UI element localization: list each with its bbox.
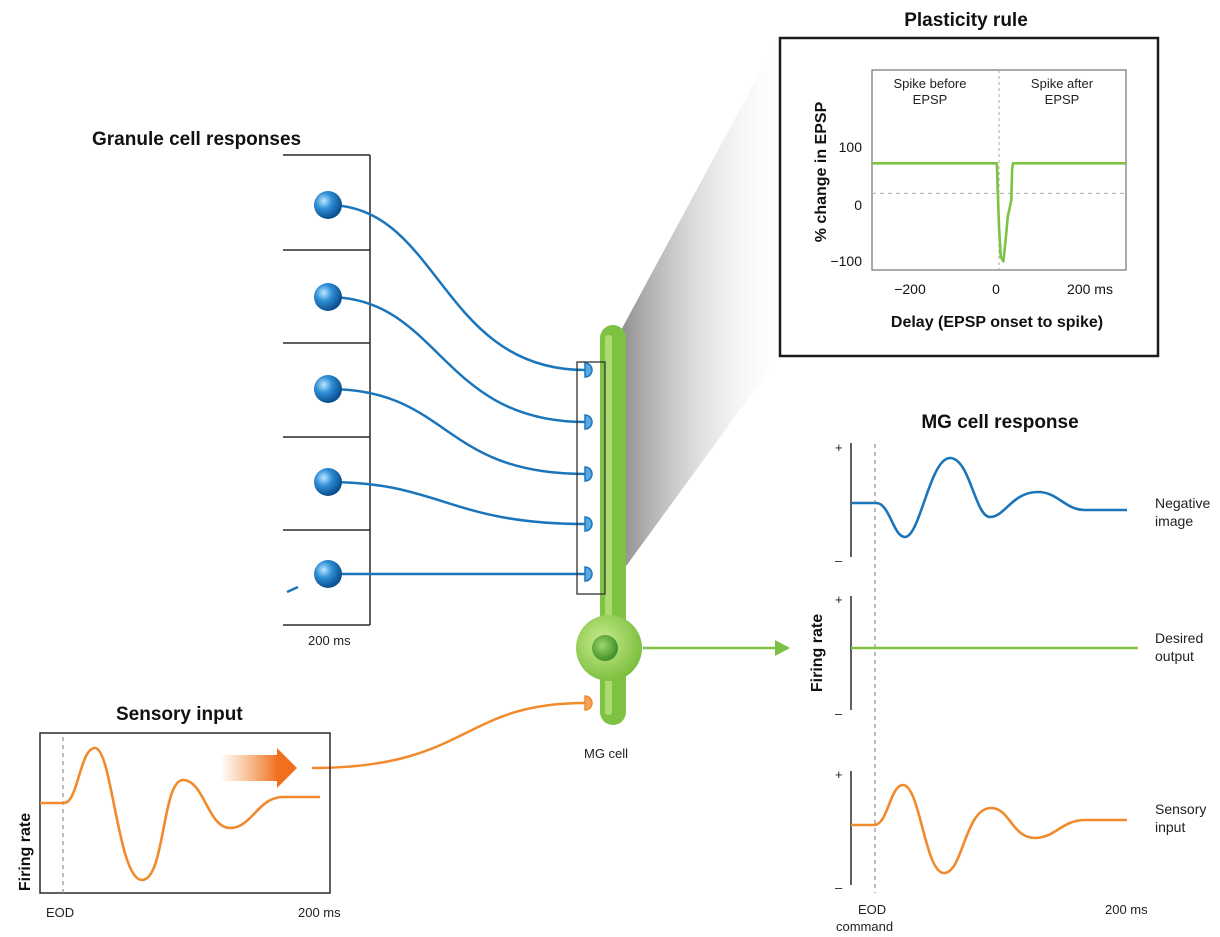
- desired-output-minus: –: [835, 706, 843, 721]
- plasticity-xtick-0: 0: [992, 281, 1000, 297]
- plasticity-ytick-100: 100: [839, 139, 863, 155]
- granule-title: Granule cell responses: [92, 129, 301, 150]
- plasticity-curve: [872, 162, 1126, 263]
- plasticity-frame: [778, 36, 1160, 358]
- mg-response-ylabel: Firing rate: [809, 614, 826, 692]
- mg-response-x-start-2: command: [836, 919, 893, 934]
- sensory-ylabel: Firing rate: [17, 813, 34, 891]
- sensory-arrow-head: [277, 748, 297, 788]
- plasticity-title: Plasticity rule: [904, 10, 1028, 31]
- granule-synapses: [584, 362, 593, 582]
- granule-cell-5: [314, 560, 342, 588]
- mg-cell-label: MG cell: [584, 746, 628, 761]
- negative-image-trace-group: + – Negative image: [835, 440, 1210, 568]
- desired-output-label-1: Desired: [1155, 630, 1203, 646]
- sensory-response-trace: [851, 783, 1127, 875]
- desired-output-label-2: output: [1155, 648, 1194, 664]
- negative-image-minus: –: [835, 553, 843, 568]
- sensory-response-label-1: Sensory: [1155, 801, 1206, 817]
- granule-time-label: 200 ms: [308, 633, 351, 648]
- desired-output-plus: +: [835, 592, 843, 607]
- mg-response-x-start-1: EOD: [858, 902, 886, 917]
- sensory-title: Sensory input: [116, 704, 243, 725]
- sensory-x-start: EOD: [46, 905, 74, 920]
- sensory-afferent: [311, 701, 586, 770]
- plasticity-chart: 100 0 −100 −200 0 200 ms Spike before EP…: [813, 69, 1127, 331]
- granule-cell-2: [314, 283, 342, 311]
- plasticity-ylabel: % change in EPSP: [813, 101, 830, 242]
- plasticity-ytick-neg100: −100: [830, 253, 862, 269]
- plasticity-region-right-1: Spike after: [1031, 76, 1094, 91]
- sensory-arrow-tail: [220, 755, 278, 781]
- sensory-x-end: 200 ms: [298, 905, 341, 920]
- plasticity-region-left-1: Spike before: [894, 76, 967, 91]
- sensory-response-label-2: input: [1155, 819, 1185, 835]
- granule-cell-1: [314, 191, 342, 219]
- granule-axon-2: [327, 295, 586, 424]
- plasticity-xtick-200: 200 ms: [1067, 281, 1113, 297]
- sensory-response-minus: –: [835, 880, 843, 895]
- granule-axon-3: [327, 387, 586, 476]
- sensory-synapse: [584, 695, 593, 711]
- mg-response-x-end: 200 ms: [1105, 902, 1148, 917]
- sensory-response-trace-group: + – Sensory input: [835, 767, 1206, 895]
- plasticity-ytick-0: 0: [854, 197, 862, 213]
- plasticity-xlabel: Delay (EPSP onset to spike): [891, 314, 1103, 331]
- synapse-zoom-box: [576, 361, 606, 595]
- negative-image-plus: +: [835, 440, 843, 455]
- granule-cell-3: [314, 375, 342, 403]
- negative-image-label-1: Negative: [1155, 495, 1210, 511]
- granule-cells: [314, 191, 342, 588]
- sensory-frame: [39, 732, 331, 894]
- mg-response-title: MG cell response: [921, 412, 1078, 433]
- granule-axon-4: [327, 480, 586, 526]
- plasticity-region-left-2: EPSP: [913, 92, 948, 107]
- desired-output-trace-group: + – Desired output Firing rate: [809, 592, 1203, 721]
- mg-output-arrow: [643, 640, 790, 656]
- plasticity-xtick-neg200: −200: [894, 281, 926, 297]
- granule-panel: [283, 154, 371, 626]
- plasticity-region-right-2: EPSP: [1045, 92, 1080, 107]
- sensory-trace: [40, 746, 320, 882]
- negative-image-trace: [851, 456, 1127, 539]
- granule-axons: [327, 203, 586, 576]
- granule-cell-4: [314, 468, 342, 496]
- granule-trace-stub: [286, 585, 299, 594]
- negative-image-label-2: image: [1155, 513, 1193, 529]
- zoom-cone: [605, 35, 780, 595]
- mg-cell: [576, 325, 642, 725]
- mg-nucleus: [592, 635, 618, 661]
- sensory-response-plus: +: [835, 767, 843, 782]
- granule-axon-1: [327, 203, 586, 372]
